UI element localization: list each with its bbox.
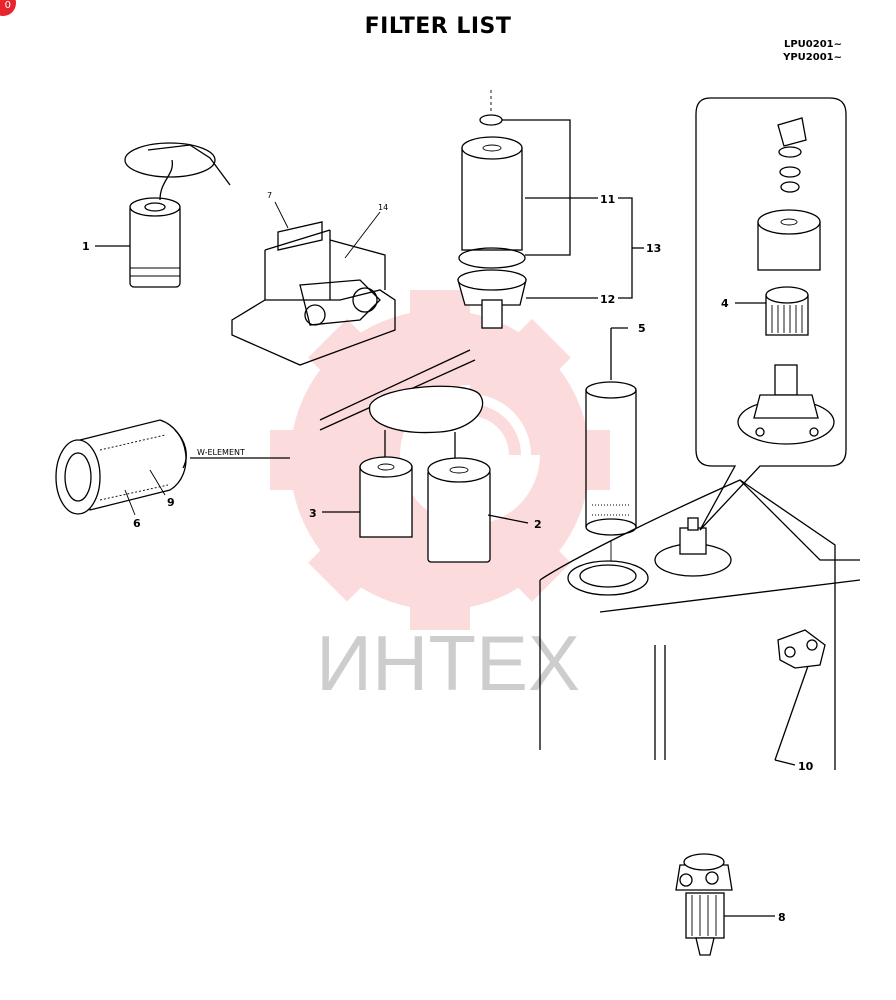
serial-line-1: LPU0201~ <box>783 39 842 50</box>
hydraulic-tank <box>539 479 861 770</box>
part-10-valve <box>774 629 826 766</box>
callout-10: 10 <box>798 760 814 773</box>
callout-13: 13 <box>646 242 661 255</box>
page-badge: 0 <box>0 0 16 16</box>
part-6-9-w-element <box>55 419 290 516</box>
part-11-12-13-filter-assembly <box>457 90 644 329</box>
callout-4: 4 <box>721 297 729 310</box>
watermark-text: ИНТЕХ <box>316 619 580 707</box>
callout-7: 7 <box>267 191 272 200</box>
serial-line-2: YPU2001~ <box>783 52 842 63</box>
callout-1: 1 <box>82 240 90 253</box>
part-7-14-bracket <box>231 201 396 366</box>
serial-range: LPU0201~ YPU2001~ <box>783 38 842 64</box>
callout-5: 5 <box>638 322 646 335</box>
part-5-strainer <box>585 327 637 575</box>
part-1-fuel-filter <box>95 142 231 288</box>
callout-6: 6 <box>133 517 141 530</box>
part-2-3-canisters <box>319 349 529 563</box>
callout-9: 9 <box>167 496 175 509</box>
callout-12: 12 <box>600 293 615 306</box>
callout-3: 3 <box>309 507 317 520</box>
callout-2: 2 <box>534 518 542 531</box>
callout-14: 14 <box>378 203 388 212</box>
callout-w-element: W-ELEMENT <box>197 448 245 457</box>
callout-8: 8 <box>778 911 786 924</box>
page-title: FILTER LIST <box>364 14 512 39</box>
part-8-line-filter <box>675 853 775 956</box>
callout-11: 11 <box>600 193 615 206</box>
detail-inset-part-4 <box>695 97 847 531</box>
